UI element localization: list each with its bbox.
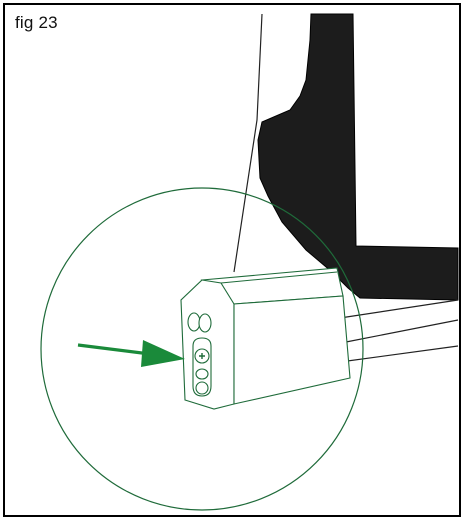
rail-mid-line <box>345 319 459 343</box>
callout-circle <box>40 187 364 511</box>
screw-head-icon <box>194 348 210 364</box>
arrow-right-icon <box>77 340 185 367</box>
end-cap-block <box>180 267 351 410</box>
slot-ring-bottom <box>195 381 209 395</box>
hole-right <box>198 313 212 333</box>
rail-bottom-line <box>339 345 459 363</box>
frame-edge-line <box>233 13 263 273</box>
hole-left <box>187 312 201 332</box>
figure-label: fig 23 <box>15 13 58 32</box>
end-cap-side-face <box>233 295 351 405</box>
slot-ring-middle <box>195 368 209 380</box>
end-cap-bevel-line <box>220 271 338 284</box>
